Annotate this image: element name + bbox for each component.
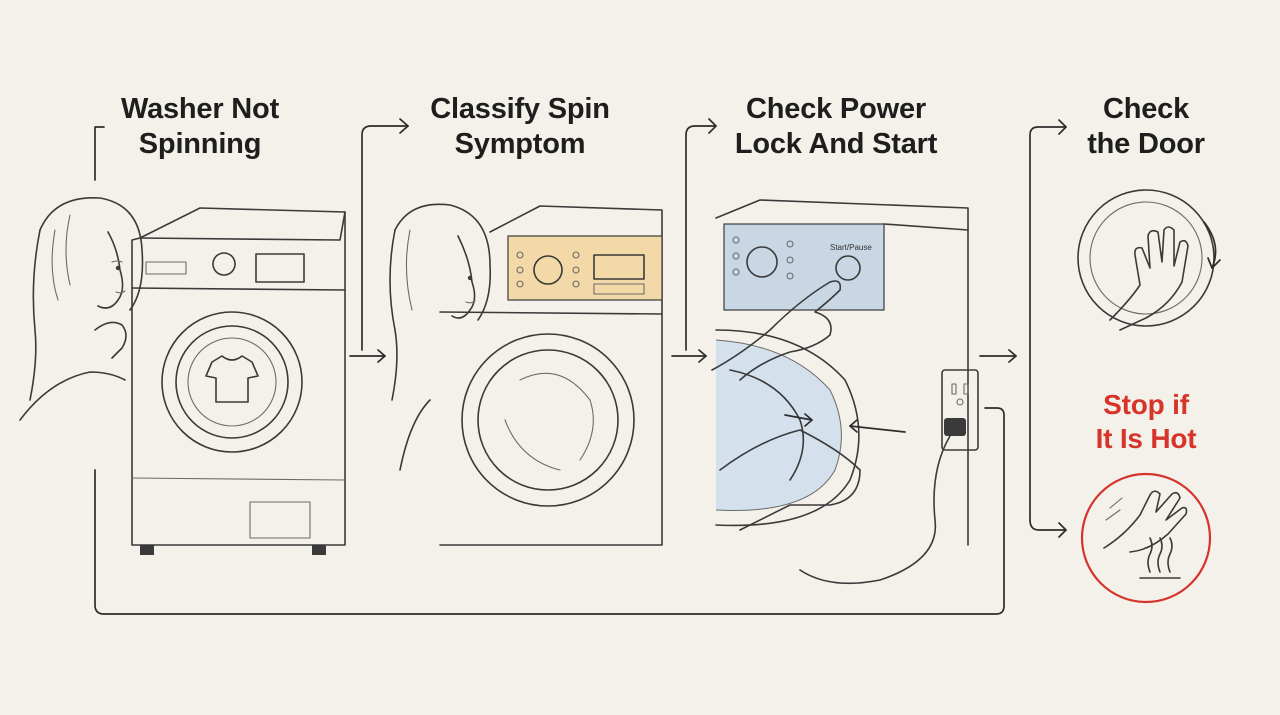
step-1-title: Washer Not Spinning (70, 92, 330, 162)
flow-connectors (94, 118, 1067, 615)
warning-title: Stop if It Is Hot (1016, 388, 1276, 456)
start-pause-label: Start/Pause (830, 243, 872, 252)
control-panel-icon: Start/Pause (715, 199, 969, 546)
person-thinking-icon (389, 203, 492, 471)
step-3-title-line2: Lock And Start (734, 128, 938, 160)
step-2-title-line1: Classify Spin (430, 93, 610, 125)
step-4-title: Check the Door (1016, 92, 1276, 162)
hand-press-button-icon (711, 280, 861, 531)
warning-title-line1: Stop if (1103, 389, 1189, 420)
step-3-title-line1: Check Power (746, 93, 926, 125)
step-3-title: Check Power Lock And Start (706, 92, 966, 162)
person-thinking-icon (19, 197, 144, 421)
step-2-title: Classify Spin Symptom (390, 92, 650, 162)
power-outlet-icon (941, 369, 979, 451)
door-hand-icon (1077, 189, 1221, 331)
step-2-title-line2: Symptom (454, 128, 586, 160)
tshirt-icon (205, 355, 259, 403)
washer-icon (131, 207, 346, 555)
step-4-title-line2: the Door (1087, 128, 1205, 160)
step-1-title-line2: Spinning (138, 128, 262, 160)
plug-icon (799, 418, 966, 585)
step-1-title-line1: Washer Not (120, 93, 280, 125)
washer-door-icon (715, 329, 906, 527)
step-4-title-line1: Check (1102, 93, 1190, 125)
warning-title-line2: It Is Hot (1095, 423, 1197, 454)
washer-icon (439, 205, 663, 546)
heat-warning-icon (1080, 472, 1212, 604)
